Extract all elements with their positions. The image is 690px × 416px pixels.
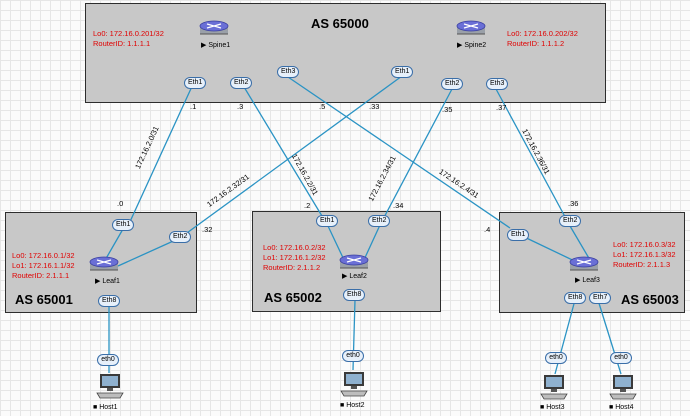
host3-eth0[interactable]: eth0 [545, 352, 567, 364]
ip-leaf3-eth2: .36 [568, 199, 579, 208]
leaf1-info: Lo0: 172.16.0.1/32 Lo1: 172.16.1.1/32 Ro… [12, 251, 75, 281]
spine1-router-icon[interactable] [196, 18, 232, 40]
leaf3-eth2[interactable]: Eth2 [559, 215, 582, 227]
as-65000-box [85, 3, 606, 103]
link-spine2-leaf3 [495, 88, 571, 227]
leaf1-eth1[interactable]: Eth1 [112, 219, 135, 231]
link-leaf2-eth1 [327, 225, 346, 263]
leaf3-routerid: RouterID: 2.1.1.3 [613, 260, 671, 269]
leaf3-eth8[interactable]: Eth8 [564, 292, 587, 304]
link-spine1-leaf3 [287, 76, 511, 229]
link-spine2-leaf2 [379, 88, 453, 226]
leaf2-lo0: Lo0: 172.16.0.2/32 [263, 243, 326, 252]
leaf1-lo1: Lo1: 172.16.1.1/32 [12, 261, 75, 270]
spine2-lo0: Lo0: 172.16.0.202/32 [507, 29, 578, 38]
spine2-name: ▶ Spine2 [457, 42, 487, 49]
leaf3-info: Lo0: 172.16.0.3/32 Lo1: 172.16.1.3/32 Ro… [613, 240, 676, 270]
as-65003-label: AS 65003 [621, 292, 679, 307]
leaf2-router-icon[interactable] [336, 252, 372, 274]
link-leaf1-eth1 [103, 228, 124, 263]
ip-spine1-eth1: .1 [190, 102, 197, 111]
leaf3-router-icon[interactable] [566, 254, 602, 276]
host1-eth0[interactable]: eth0 [97, 354, 119, 366]
leaf1-lo0: Lo0: 172.16.0.1/32 [12, 251, 75, 260]
as-65000-label: AS 65000 [311, 16, 369, 31]
ip-leaf1-eth1: .0 [117, 199, 124, 208]
ip-leaf2-eth2: .34 [393, 201, 404, 210]
spine2-info: Lo0: 172.16.0.202/32 RouterID: 1.1.1.2 [507, 29, 578, 49]
spine2-routerid: RouterID: 1.1.1.2 [507, 39, 565, 48]
leaf2-eth2[interactable]: Eth2 [368, 215, 391, 227]
leaf2-info: Lo0: 172.16.0.2/32 Lo1: 172.16.1.2/32 Ro… [263, 243, 326, 273]
spine2-router-icon[interactable] [453, 18, 489, 40]
host4-name: ■ Host4 [609, 404, 634, 411]
leaf2-eth1[interactable]: Eth1 [316, 215, 339, 227]
leaf1-eth8[interactable]: Eth8 [98, 295, 121, 307]
host3-name: ■ Host3 [540, 404, 565, 411]
leaf2-name: ▶ Leaf2 [342, 273, 367, 280]
leaf1-eth2[interactable]: Eth2 [169, 231, 192, 243]
link-spine2-leaf1 [179, 75, 403, 239]
link-leaf1-eth2 [117, 237, 181, 267]
spine1-name: ▶ Spine1 [201, 42, 231, 49]
link-spine1-leaf1 [127, 81, 195, 227]
leaf3-eth1[interactable]: Eth1 [507, 229, 530, 241]
as-65002-label: AS 65002 [264, 290, 322, 305]
ip-leaf1-eth2: .32 [202, 225, 213, 234]
leaf3-lo1: Lo1: 172.16.1.3/32 [613, 250, 676, 259]
host3-computer-icon[interactable] [540, 374, 568, 400]
leaf3-lo0: Lo0: 172.16.0.3/32 [613, 240, 676, 249]
ip-leaf2-eth1: .2 [304, 201, 311, 210]
leaf3-eth7[interactable]: Eth7 [589, 292, 612, 304]
leaf3-name: ▶ Leaf3 [575, 277, 600, 284]
host4-eth0[interactable]: eth0 [610, 352, 632, 364]
ip-spine1-eth2: .3 [237, 102, 244, 111]
leaf2-eth8[interactable]: Eth8 [343, 289, 366, 301]
spine2-eth1[interactable]: Eth1 [391, 66, 414, 78]
host4-computer-icon[interactable] [609, 374, 637, 400]
spine1-eth3[interactable]: Eth3 [277, 66, 300, 78]
ip-spine2-eth3: .37 [496, 103, 507, 112]
leaf2-lo1: Lo1: 172.16.1.2/32 [263, 253, 326, 262]
link-leaf2-eth2 [362, 224, 381, 263]
host2-eth0[interactable]: eth0 [342, 350, 364, 362]
leaf2-routerid: RouterID: 2.1.1.2 [263, 263, 321, 272]
host1-name: ■ Host1 [93, 404, 118, 411]
ip-spine1-eth3: .5 [319, 102, 326, 111]
spine2-eth3[interactable]: Eth3 [486, 78, 509, 90]
host2-name: ■ Host2 [340, 402, 365, 409]
ip-spine2-eth2: .35 [442, 105, 453, 114]
leaf1-routerid: RouterID: 2.1.1.1 [12, 271, 70, 280]
spine1-info: Lo0: 172.16.0.201/32 RouterID: 1.1.1.1 [93, 29, 164, 49]
ip-spine2-eth1: .33 [369, 102, 380, 111]
spine1-routerid: RouterID: 1.1.1.1 [93, 39, 151, 48]
leaf1-router-icon[interactable] [86, 254, 122, 276]
spine2-eth2[interactable]: Eth2 [441, 78, 464, 90]
as-65001-label: AS 65001 [15, 292, 73, 307]
spine1-eth1[interactable]: Eth1 [184, 77, 207, 89]
link-leaf3-eth2 [569, 225, 591, 261]
ip-leaf3-eth1: .4 [484, 225, 491, 234]
host2-computer-icon[interactable] [340, 371, 368, 397]
link-spine1-leaf2 [240, 81, 329, 227]
spine1-lo0: Lo0: 172.16.0.201/32 [93, 29, 164, 38]
spine1-eth2[interactable]: Eth2 [230, 77, 253, 89]
host1-computer-icon[interactable] [96, 373, 124, 399]
leaf1-name: ▶ Leaf1 [95, 278, 120, 285]
